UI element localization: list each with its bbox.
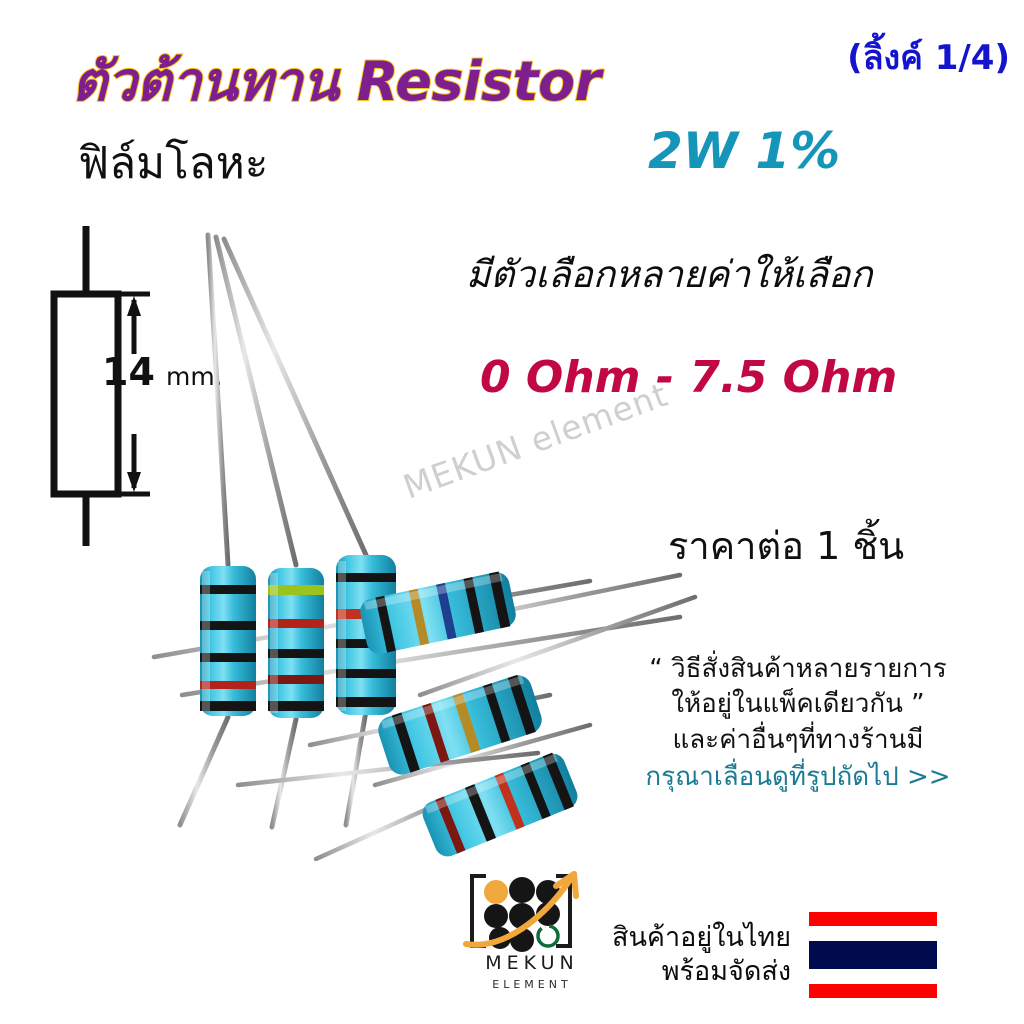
dimension-value: 14 (102, 350, 155, 394)
mekun-logo (452, 858, 612, 1016)
order-line-next-image: กรุณาเลื่อนดูที่รูปถัดไป >> (645, 762, 951, 793)
logo-subtitle: ELEMENT (492, 978, 572, 991)
thai-flag-icon (809, 912, 938, 998)
link-index-badge: (ลิ้งค์ 1/4) (847, 38, 1010, 78)
shipping-badge: สินค้าอยู่ในไทย พร้อมจัดส่ง (612, 912, 938, 998)
price-note: ราคาต่อ 1 ชิ้น (668, 524, 905, 568)
dimension-diagram: 14 mm. (44, 222, 254, 552)
page-subtitle: ฟิล์มโลหะ (78, 138, 269, 189)
shipping-text: สินค้าอยู่ในไทย พร้อมจัดส่ง (612, 921, 791, 989)
logo-name: MEKUN (485, 952, 579, 974)
order-line-2: ให้อยู่ในแพ็คเดียวกัน ” (671, 689, 925, 720)
shipping-line-2: พร้อมจัดส่ง (661, 956, 792, 987)
logo-dot-orange (484, 880, 508, 904)
product-photo (120, 225, 720, 865)
order-line-3: และค่าอื่นๆที่ทางร้านมี (672, 724, 924, 755)
resistance-range: 0 Ohm - 7.5 Ohm (480, 352, 898, 403)
dimension-unit: mm. (165, 362, 223, 391)
choice-note: มีตัวเลือกหลายค่าให้เลือก (466, 253, 873, 296)
shipping-line-1: สินค้าอยู่ในไทย (612, 921, 792, 953)
page-title: ตัวต้านทาน Resistor (71, 49, 602, 114)
order-instructions: “ วิธีสั่งสินค้าหลายรายการ ให้อยู่ในแพ็ค… (588, 652, 1008, 795)
power-tolerance-label: 2W 1% (648, 122, 841, 180)
order-line-1: “ วิธีสั่งสินค้าหลายรายการ (649, 654, 947, 684)
logo-dot-green-ring (536, 924, 560, 948)
